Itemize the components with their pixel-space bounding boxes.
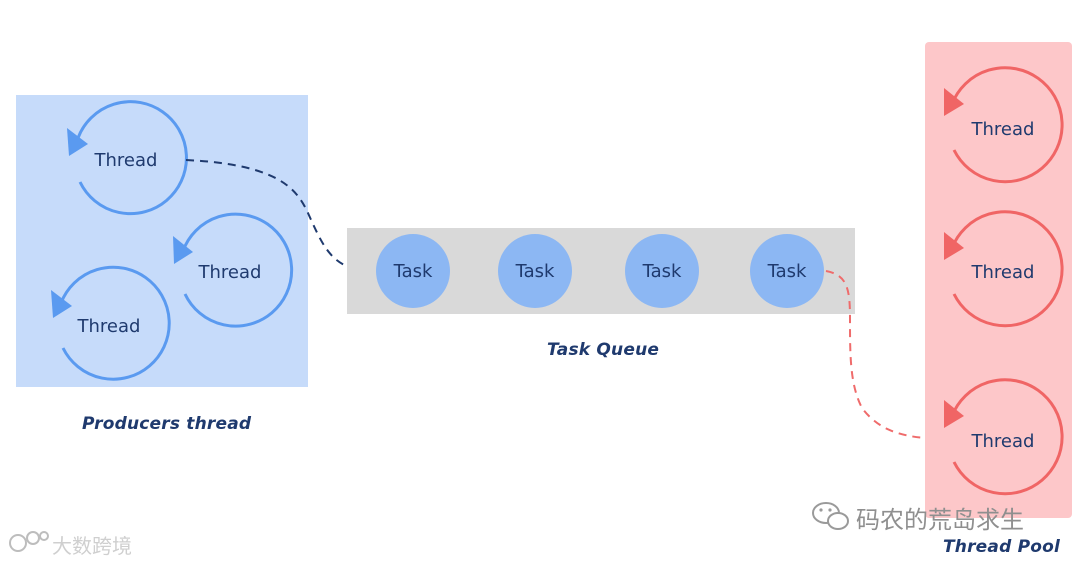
producer-thread-1-ring [76, 100, 188, 216]
task-1-circle [376, 234, 450, 308]
watermark-left-text: 大数跨境 [52, 534, 132, 558]
producer-thread-3-label: Thread [77, 316, 141, 337]
pool-thread-3-label: Thread [971, 431, 1035, 452]
pool-thread-2: Thread [944, 210, 1064, 328]
task-1: Task [376, 234, 450, 308]
producer-to-queue-arrow [185, 159, 375, 281]
producer-thread-3: Thread [51, 265, 171, 381]
task-2-circle [498, 234, 572, 308]
queue-to-pool-arrow [825, 270, 947, 449]
pool-thread-2-ring [950, 210, 1064, 328]
task-4: Task [750, 234, 824, 308]
wechat-icon [812, 502, 849, 530]
pool-thread-1-arrowhead [944, 88, 964, 116]
task-2: Task [498, 234, 572, 308]
task-3-label: Task [642, 261, 682, 282]
producer-thread-2-ring [181, 212, 294, 328]
watermark-right-text: 码农的荒岛求生 [856, 506, 1024, 534]
pool-thread-1-ring [950, 66, 1064, 184]
producer-thread-1: Thread [67, 100, 188, 216]
task-4-label: Task [767, 261, 807, 282]
producer-thread-2-label: Thread [198, 262, 262, 283]
pool-thread-1-label: Thread [971, 119, 1035, 140]
task-1-label: Task [393, 261, 433, 282]
task-3-circle [625, 234, 699, 308]
producer-thread-1-arrowhead [67, 128, 88, 156]
producer-thread-3-arrowhead [51, 290, 72, 318]
producer-thread-3-ring [59, 265, 171, 381]
pool-thread-2-arrowhead [944, 232, 964, 260]
task-4-circle [750, 234, 824, 308]
task-2-label: Task [515, 261, 555, 282]
pool-thread-2-label: Thread [971, 262, 1035, 283]
brand-logo-icon [9, 531, 49, 552]
pool-thread-3-ring [950, 378, 1064, 496]
pool-thread-1: Thread [944, 66, 1064, 184]
task-queue-caption: Task Queue [547, 340, 660, 360]
producers-caption: Producers thread [82, 414, 252, 434]
producer-thread-1-label: Thread [94, 150, 158, 171]
thread-pool-caption: Thread Pool [943, 537, 1061, 557]
producer-thread-2-arrowhead [173, 236, 193, 264]
pool-thread-3: Thread [944, 378, 1064, 496]
producer-thread-2: Thread [173, 212, 294, 328]
pool-thread-3-arrowhead [944, 400, 964, 428]
task-3: Task [625, 234, 699, 308]
